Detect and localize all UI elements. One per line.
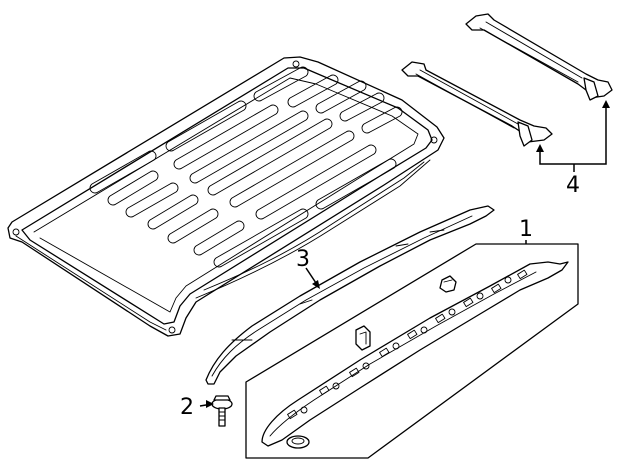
roof-rail [205,205,495,385]
leader-lines [199,100,610,408]
bolt [211,395,233,427]
rail-clips [287,269,528,420]
callout-3: 3 [296,247,310,272]
push-pin [439,275,457,293]
crossbar-front [401,61,553,147]
callout-2: 2 [180,395,194,420]
crossbar-rear [465,13,613,101]
assembly-box [245,243,579,459]
callout-4: 4 [566,173,580,198]
grommet [286,435,310,449]
roof-panel [7,56,445,337]
callout-1: 1 [519,217,533,242]
retainer-clip [355,325,371,351]
stiffener-slots [89,66,403,268]
roof-rail-assembly [261,261,569,449]
